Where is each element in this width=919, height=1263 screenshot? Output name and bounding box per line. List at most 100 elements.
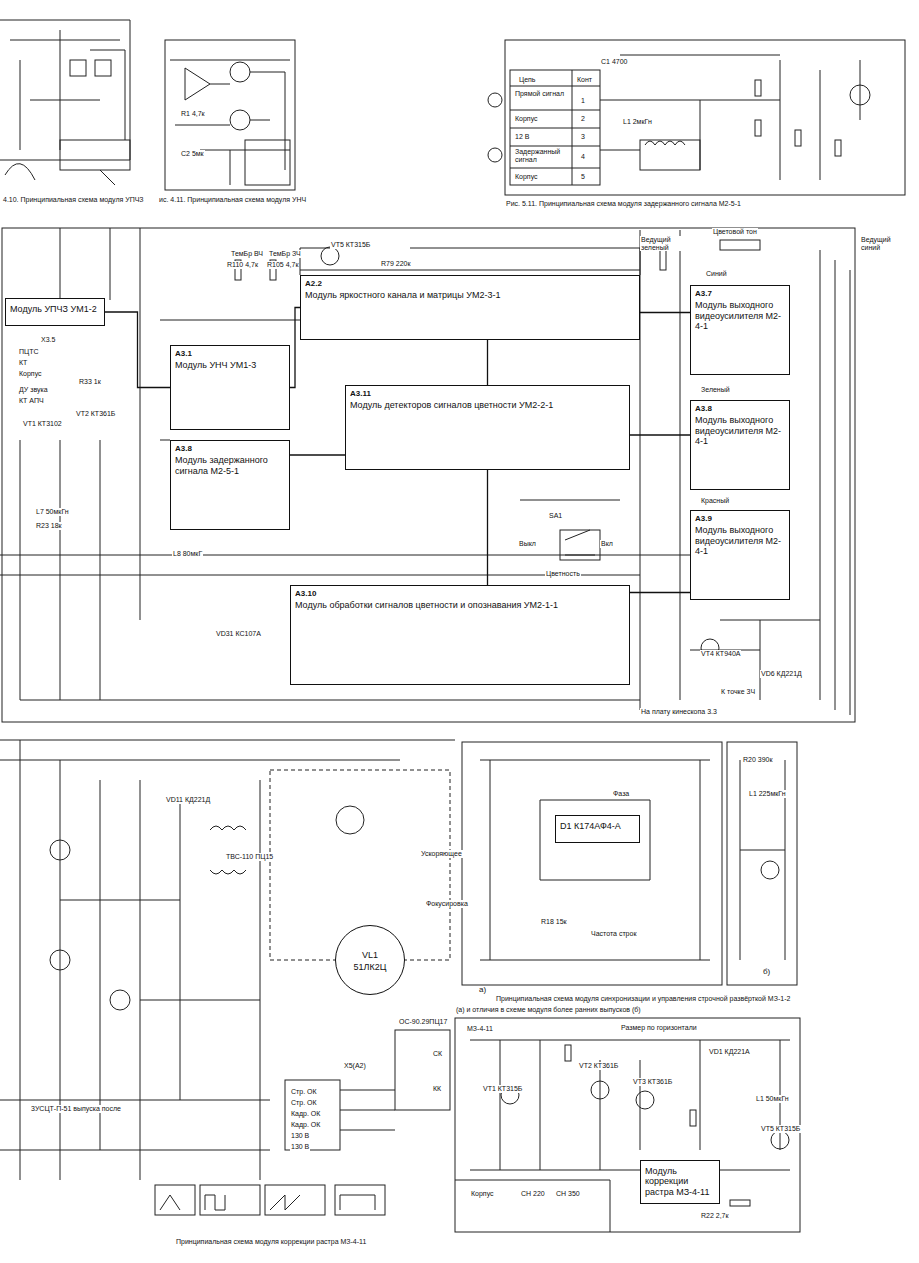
component-label: Кадр. ОК [290, 1110, 321, 1118]
component-label: R23 18к [35, 522, 63, 530]
component-label: Цепь [518, 76, 537, 84]
component-label: L1 2мкГн [622, 118, 653, 126]
component-label: б) [762, 968, 771, 977]
component-label: (а) и отличия в схеме модуля более ранни… [455, 1006, 642, 1014]
component-label: 3УСЦТ-П-51 выпуска после [30, 1105, 122, 1113]
component-label: VT4 КТ940А [700, 650, 741, 658]
component-label: VT5 КТ315Б [760, 1125, 801, 1133]
module-title: Модуль задержанного сигнала М2-5-1 [175, 455, 285, 476]
module-ref: А3.10 [295, 589, 625, 598]
module-title: 51ЛК2Ц [354, 962, 387, 972]
module-ref: А3.7 [695, 289, 785, 298]
component-label: ТемБр ВЧ [230, 250, 264, 258]
module-ref: А2.2 [305, 279, 635, 288]
component-label: R18 15к [540, 918, 568, 926]
module-title: Модуль выходного видеоусилителя М2-4-1 [695, 300, 785, 331]
module-box: А3.7Модуль выходного видеоусилителя М2-4… [690, 285, 790, 375]
component-label: VD1 КД221А [708, 1048, 751, 1056]
module-title: Модуль выходного видеоусилителя М2-4-1 [695, 525, 785, 556]
component-label: VD11 КД221Д [165, 796, 211, 804]
component-label: Цветовой тон [712, 228, 758, 236]
component-label: ОС-90.29ПЦ17 [398, 1018, 448, 1026]
component-label: Красный [700, 497, 730, 505]
component-label: L1 50мкГн [755, 1095, 790, 1103]
component-label: R1 4,7к [180, 110, 206, 118]
component-label: На плату кинескопа 3.3 [640, 708, 718, 716]
module-box: Модуль коррекции растра МЗ-4-11 [640, 1160, 720, 1204]
component-label: 3 [580, 133, 586, 141]
component-label: Вкл [600, 540, 614, 548]
component-label: Принципиальная схема модуля коррекции ра… [175, 1238, 367, 1246]
module-title: D1 К174АФ4-А [560, 821, 635, 831]
component-label: С1 4700 [600, 58, 628, 66]
component-label: Ведущий зеленый [640, 236, 687, 251]
component-label: ПЦТС [18, 348, 40, 356]
component-label: СН 220 [520, 1190, 546, 1198]
component-label: КТ АПЧ [18, 397, 45, 405]
component-label: Корпус [514, 115, 539, 123]
component-label: R110 4,7к [226, 261, 259, 269]
component-label: КК [432, 1085, 442, 1093]
component-label: VT2 КТ361Б [578, 1062, 619, 1070]
module-box: D1 К174АФ4-А [555, 815, 640, 843]
component-label: ДУ звука [18, 386, 49, 394]
component-label: L1 225мкГн [748, 790, 787, 798]
component-label: Рис. 5.11. Принципиальная схема модуля з… [505, 200, 742, 208]
component-label: Выкл [518, 540, 537, 548]
wire-connector [487, 340, 488, 385]
module-box: А3.1Модуль УНЧ УМ1-3 [170, 345, 290, 430]
module-box: А3.9Модуль выходного видеоусилителя М2-4… [690, 510, 790, 600]
component-label: ТемБр ЗЧ [268, 250, 302, 258]
wire-connector [640, 312, 690, 313]
module-ref: А3.8 [695, 404, 785, 413]
wire-connector [105, 312, 170, 388]
module-box: А2.2Модуль яркостного канала и матрицы У… [300, 275, 640, 340]
component-label: 5 [580, 173, 586, 181]
component-label: 1 [580, 97, 586, 105]
component-label: Корпус [18, 370, 43, 378]
component-label: L8 80мкГ [172, 550, 203, 558]
component-label: Фаза [612, 790, 630, 798]
component-label: Фокусировка [425, 900, 469, 908]
module-title: Модуль яркостного канала и матрицы УМ2-3… [305, 290, 635, 300]
component-label: VT2 КТ361Б [75, 410, 116, 418]
component-label: Размер по горизонтали [620, 1024, 698, 1032]
component-label: R22 2,7к [700, 1212, 730, 1220]
wire-connector [630, 434, 690, 435]
component-label: 130 В [290, 1143, 310, 1151]
module-box: А3.10Модуль обработки сигналов цветности… [290, 585, 630, 685]
component-label: Прямой сигнал [514, 90, 571, 98]
component-label: VT5 КТ315Б [330, 241, 371, 249]
component-label: Стр. ОК [290, 1088, 318, 1096]
module-title: VL1 [362, 950, 378, 960]
module-title: Модуль детекторов сигналов цветности УМ2… [350, 400, 625, 410]
component-label: Корпус [470, 1190, 495, 1198]
module-box: Модуль УПЧЗ УМ1-2 [5, 298, 105, 326]
component-label: Принципиальная схема модуля синхронизаци… [495, 995, 791, 1003]
component-label: R33 1к [78, 378, 102, 386]
module-title: Модуль выходного видеоусилителя М2-4-1 [695, 415, 785, 446]
component-label: VD6 КД221Д [760, 670, 803, 678]
component-label: СН 350 [555, 1190, 581, 1198]
component-label: VT3 КТ361Б [632, 1078, 673, 1086]
component-label: ТВС-110 ПЦ15 [225, 853, 274, 861]
component-label: Корпус [514, 173, 539, 181]
component-label: Стр. ОК [290, 1099, 318, 1107]
component-label: L7 50мкГн [35, 508, 70, 516]
component-label: Ведущий синий [860, 236, 904, 251]
component-label: Задержанный сигнал [514, 148, 571, 163]
component-label: КТ [18, 359, 28, 367]
module-ref: А3.11 [350, 389, 625, 398]
module-title: Модуль УПЧЗ УМ1-2 [10, 304, 100, 314]
component-label: С2 5мк [180, 150, 205, 158]
component-label: Ускоряющее [420, 850, 463, 858]
component-label: 2 [580, 115, 586, 123]
component-label: СК [432, 1050, 443, 1058]
module-title: Модуль коррекции растра МЗ-4-11 [645, 1166, 715, 1197]
component-label: 4 [580, 153, 586, 161]
component-label: Частота строк [590, 930, 637, 938]
wire-connector [487, 470, 488, 585]
wire-connector [630, 592, 690, 593]
component-label: R20 390к [742, 756, 774, 764]
